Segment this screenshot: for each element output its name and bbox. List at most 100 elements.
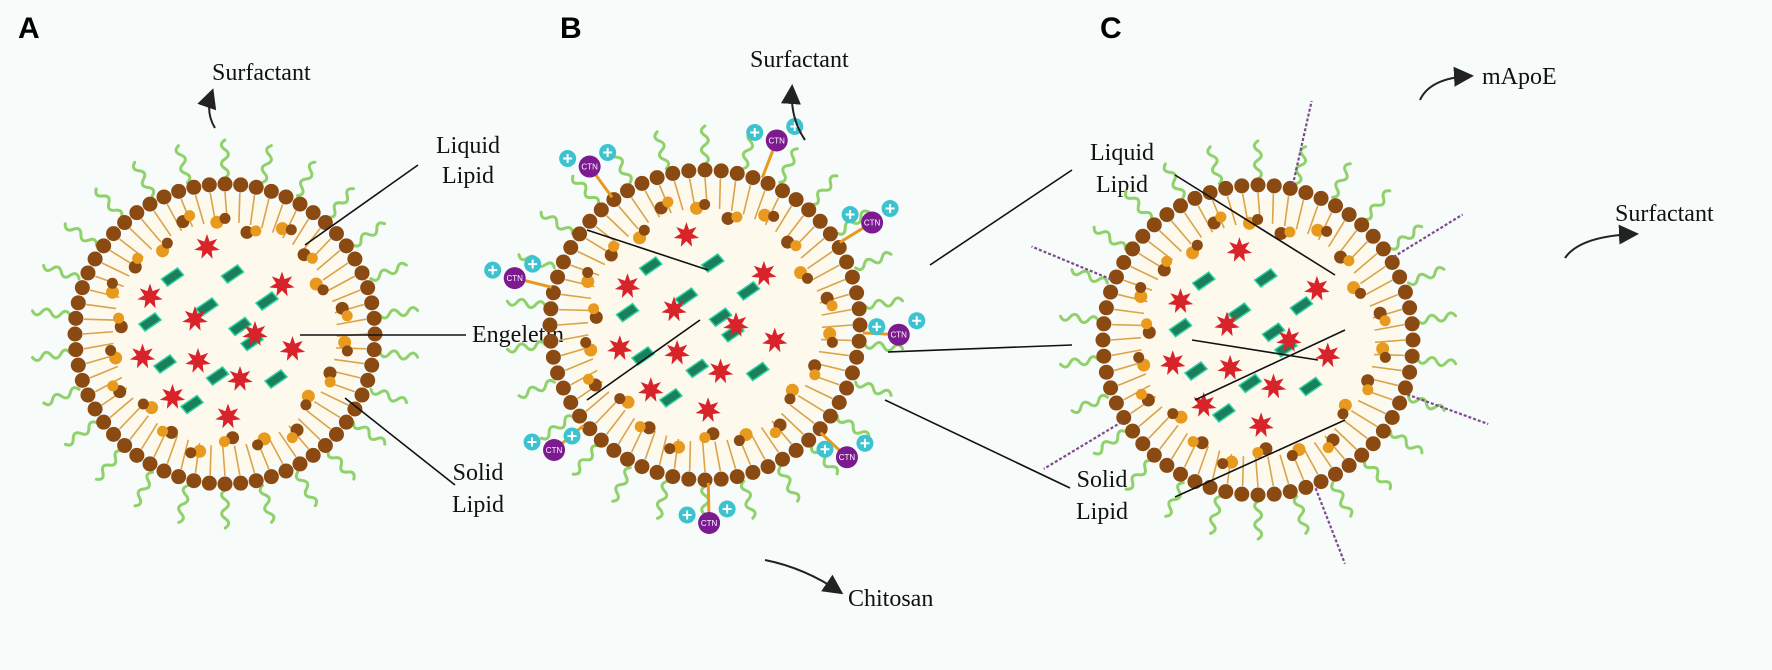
lipid-tail (1170, 432, 1189, 460)
phospholipid-head (697, 162, 713, 178)
solid-lipid-head (1284, 226, 1296, 238)
phospholipid-head (1404, 348, 1420, 364)
phospholipid-head (1365, 436, 1381, 452)
solid-lipid-diamond-icon (745, 361, 770, 382)
solid-lipid-diamond-icon (674, 287, 699, 308)
phospholipid-head (1098, 300, 1114, 316)
phospholipid-head (1103, 380, 1119, 396)
solid-lipid-head (1191, 239, 1203, 251)
particle-core (562, 182, 848, 468)
solid-lipid-head (1343, 255, 1355, 267)
phospholipid-head (729, 469, 745, 485)
solid-lipid-diamond-icon (638, 256, 663, 277)
phospholipid-head (106, 426, 122, 442)
phospholipid-head (201, 475, 217, 491)
lipid-tail (333, 358, 365, 365)
lipid-tail (1271, 193, 1275, 224)
solid-lipid-head (664, 443, 676, 455)
solid-lipid-head (1354, 287, 1366, 299)
plus-charge-icon (820, 444, 830, 454)
phospholipid-head (775, 451, 790, 467)
lipid-tail (557, 321, 589, 326)
drug-star-icon (242, 321, 268, 346)
lipid-tail (180, 439, 190, 470)
phospholipid-head (849, 349, 865, 365)
lipid-tail (1148, 415, 1171, 439)
phospholipid-head (68, 310, 84, 326)
solid-lipid-head (341, 310, 353, 322)
phospholipid-head (697, 472, 713, 488)
drug-star-icon (707, 358, 734, 384)
solid-lipid-diamond-icon (1168, 317, 1193, 338)
lipid-tail (1159, 230, 1183, 253)
phospholipid-head (1313, 474, 1329, 490)
mapoe-label: mApoE (1482, 64, 1557, 90)
phospholipid-head (1354, 447, 1370, 463)
lipid-tail (1279, 454, 1290, 485)
phospholipid-head (1218, 180, 1234, 196)
solid-lipid-head (826, 300, 838, 312)
lipid-tail (209, 445, 212, 476)
phospholipid-head (292, 196, 308, 212)
phospholipid-head (634, 459, 650, 475)
ctn-chitosan-icon (578, 155, 601, 178)
phospholipid-head (328, 226, 344, 242)
surfactant-chain-icon (1252, 139, 1263, 181)
surfactant-label-b: Surfactant (750, 47, 849, 73)
surfactant-chain-icon (506, 340, 547, 354)
lipid-tail (821, 324, 853, 329)
phospholipid-head (366, 310, 382, 326)
phospholipid-head (1187, 474, 1203, 490)
phospholipid-head (74, 280, 90, 296)
lipid-tail (1183, 212, 1203, 238)
plus-charge-icon (750, 127, 760, 137)
phospholipid-head (248, 473, 264, 489)
ctn-chitosan-icon (765, 129, 788, 152)
solid-lipid-head (341, 345, 353, 357)
solid-lipid-diamond-icon (736, 280, 761, 301)
surfactant-chain-icon (1059, 355, 1100, 369)
phospholipid-head (745, 464, 761, 480)
surfactant-chain-icon (1363, 458, 1392, 491)
solid-lipid-head (1141, 318, 1153, 330)
lipid-tail (83, 342, 114, 350)
lipid-tail (291, 218, 310, 246)
ctn-chitosan-icon (698, 511, 721, 534)
phospholipid-head (563, 395, 579, 410)
phospholipid-head (812, 213, 828, 229)
lipid-tail (221, 445, 226, 477)
surfactant-chain-icon (220, 488, 231, 530)
ctn-chitosan-icon (861, 211, 884, 234)
solid-lipid-head (1337, 408, 1349, 420)
surfactant-chain-icon (778, 147, 799, 184)
liquid-lipid-label-a-line2: Lipid (442, 163, 494, 189)
lipid-tail (1283, 196, 1290, 227)
phospholipid-head (543, 301, 559, 317)
solid-lipid-head (113, 312, 125, 324)
phospholipid-head (305, 447, 321, 463)
phospholipid-head (572, 226, 588, 242)
phospholipid-head (1375, 423, 1391, 439)
phospholipid-head (681, 163, 697, 179)
lipid-tail (1110, 336, 1142, 341)
phospholipid-head (1341, 207, 1357, 223)
liquid-lipid-head (1225, 455, 1239, 469)
arrow-icon (780, 84, 806, 141)
surfactant-chain-icon (351, 221, 387, 248)
lipid-tail (297, 418, 321, 441)
surfactant-chain-icon (260, 144, 273, 184)
solid-lipid-head (157, 425, 169, 437)
solid-lipid-head (161, 237, 173, 249)
phospholipid-head (156, 189, 172, 205)
solid-lipid-head (790, 240, 802, 252)
drug-star-icon (1217, 354, 1243, 380)
solid-lipid-head (588, 303, 600, 315)
phospholipid-head (217, 476, 233, 492)
solid-lipid-label-a-line1: Solid (453, 460, 504, 486)
ctn-label: CTN (546, 446, 563, 455)
phospholipid-head (1098, 364, 1114, 380)
phospholipid-head (366, 342, 382, 358)
lipid-tail (260, 198, 270, 229)
